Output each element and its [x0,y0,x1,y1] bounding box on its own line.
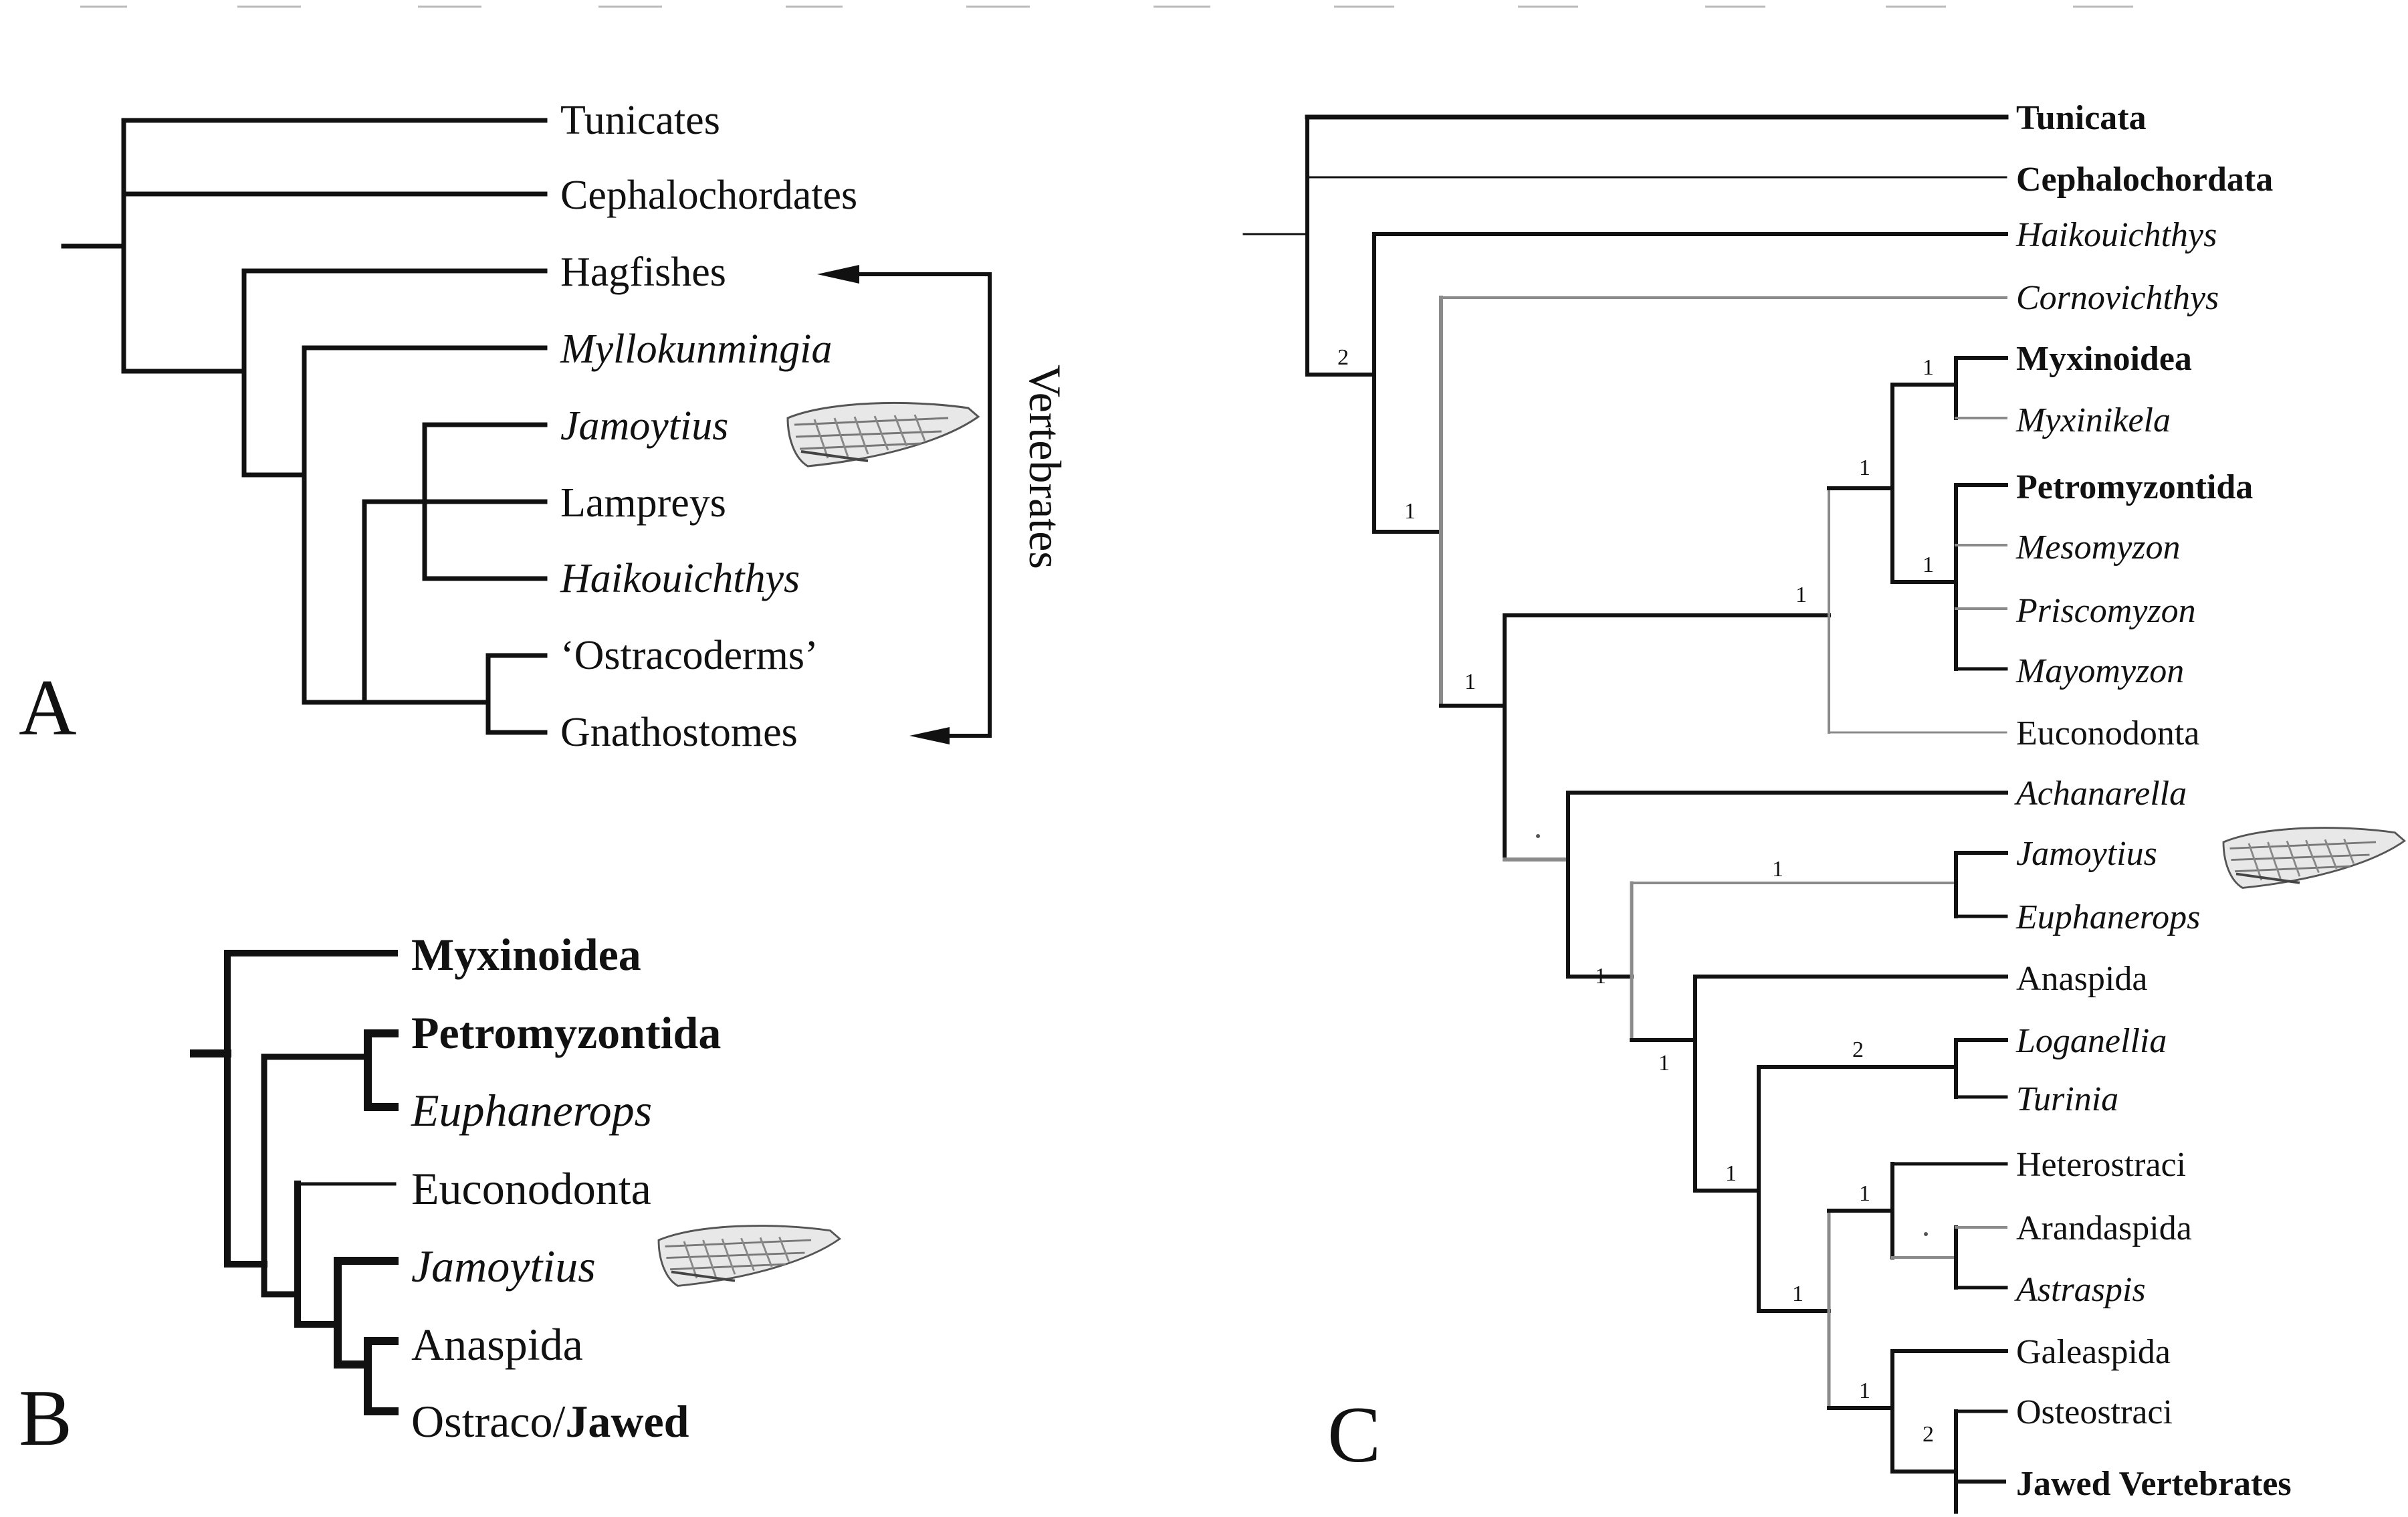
panel-letter: B [19,1373,72,1462]
taxon-label: Myxinoidea [2016,340,2192,378]
panel-a-taxon-labels: Tunicates Cephalochordates Hagfishes Myl… [560,98,857,755]
taxon-label: Tunicates [560,98,720,143]
taxon-label: ‘Ostracoderms’ [560,633,818,678]
taxon-label: Jamoytius [2016,835,2157,873]
panel-c-support-values: 2 1 1 1 1 1 1 1 1 1 1 2 1 1 1 2 [1337,345,1934,1447]
panel-b: Myxinoidea Petromyzontida Euphanerops Eu… [19,929,842,1462]
taxon-label: Mesomyzon [2015,528,2181,567]
support-value: 1 [1923,552,1934,577]
taxon-label-ostraco-jawed: Ostraco/Jawed [411,1396,689,1447]
taxon-label: Myxinoidea [411,929,641,980]
taxon-label: Osteostraci [2016,1393,2173,1431]
panel-c-minor-dots [1536,834,1928,1236]
jamoytius-fossil-icon [2222,827,2407,889]
taxon-label: Achanarella [2014,775,2187,813]
support-value: 2 [1852,1037,1864,1062]
taxon-label: Priscomyzon [2015,592,2196,630]
support-value: 1 [1859,456,1870,480]
taxon-label: Euconodonta [411,1163,651,1214]
taxon-label: Cornovichthys [2016,279,2219,317]
support-value: 1 [1923,355,1934,380]
bracket-arrow-bottom [909,727,950,744]
support-value: 1 [1464,670,1476,694]
taxon-label: Turinia [2016,1080,2118,1118]
panel-letter: A [19,663,77,752]
vertebrates-bracket [856,272,992,738]
support-value: 1 [1795,583,1807,607]
support-value: 1 [1404,499,1416,524]
taxon-label: Haikouichthys [2015,216,2217,254]
bracket-arrow-top [817,265,859,284]
panel-b-taxon-labels: Myxinoidea Petromyzontida Euphanerops Eu… [411,929,721,1447]
taxon-label: Gnathostomes [560,710,798,755]
taxon-label: Tunicata [2016,99,2147,137]
taxon-label: Anaspida [411,1319,583,1370]
taxon-label: Cephalochordates [560,173,857,218]
taxon-label: Jawed Vertebrates [2016,1465,2292,1503]
jamoytius-fossil-icon [786,401,980,468]
panel-a-branches [61,118,548,735]
support-value: 1 [1859,1379,1870,1403]
taxon-label: Loganellia [2015,1022,2167,1060]
taxon-label: Petromyzontida [2016,468,2253,506]
support-value: 1 [1595,964,1606,989]
vertebrates-label: Vertebrates [1020,365,1071,569]
support-value: 1 [1792,1282,1803,1306]
panel-letter: C [1327,1390,1381,1479]
panel-b-branches [190,950,399,1415]
taxon-label: Petromyzontida [411,1007,721,1058]
taxon-label: Heterostraci [2016,1146,2186,1184]
support-value: 1 [1725,1161,1737,1186]
taxon-label: Jamoytius [560,403,728,449]
taxon-label-prefix: Ostraco/ [411,1396,565,1447]
taxon-label: Mayomyzon [2015,652,2184,690]
taxon-label: Myxinikela [2015,401,2171,439]
taxon-label-bold: Jawed [565,1396,689,1447]
taxon-label: Anaspida [2016,960,2147,998]
taxon-label: Cephalochordata [2016,161,2273,199]
support-value: 2 [1923,1422,1934,1447]
panel-c-branches [1242,114,2009,1517]
panel-a: Vertebrates Tunicates Cephalochordates H… [19,98,1071,755]
taxon-label: Euphanerops [411,1085,652,1136]
taxon-label: Euconodonta [2016,714,2199,752]
taxon-label: Lampreys [560,480,726,526]
support-value: 2 [1337,345,1349,370]
panel-c: 2 1 1 1 1 1 1 1 1 1 1 2 1 1 1 2 Tunicata… [1242,99,2407,1517]
support-value: 1 [1772,857,1783,882]
taxon-label: Myllokunmingia [560,326,832,372]
support-value: 1 [1859,1181,1870,1206]
taxon-label: Haikouichthys [560,556,800,601]
taxon-label: Arandaspida [2016,1209,2192,1247]
taxon-label: Astraspis [2014,1271,2146,1309]
jamoytius-fossil-icon [657,1225,842,1287]
panel-c-taxon-labels: Tunicata Cephalochordata Haikouichthys C… [2014,99,2292,1503]
taxon-label: Jamoytius [411,1241,596,1292]
taxon-label: Hagfishes [560,249,726,295]
support-value: 1 [1658,1051,1670,1076]
taxon-label: Euphanerops [2015,898,2200,936]
taxon-label: Galeaspida [2016,1333,2171,1371]
